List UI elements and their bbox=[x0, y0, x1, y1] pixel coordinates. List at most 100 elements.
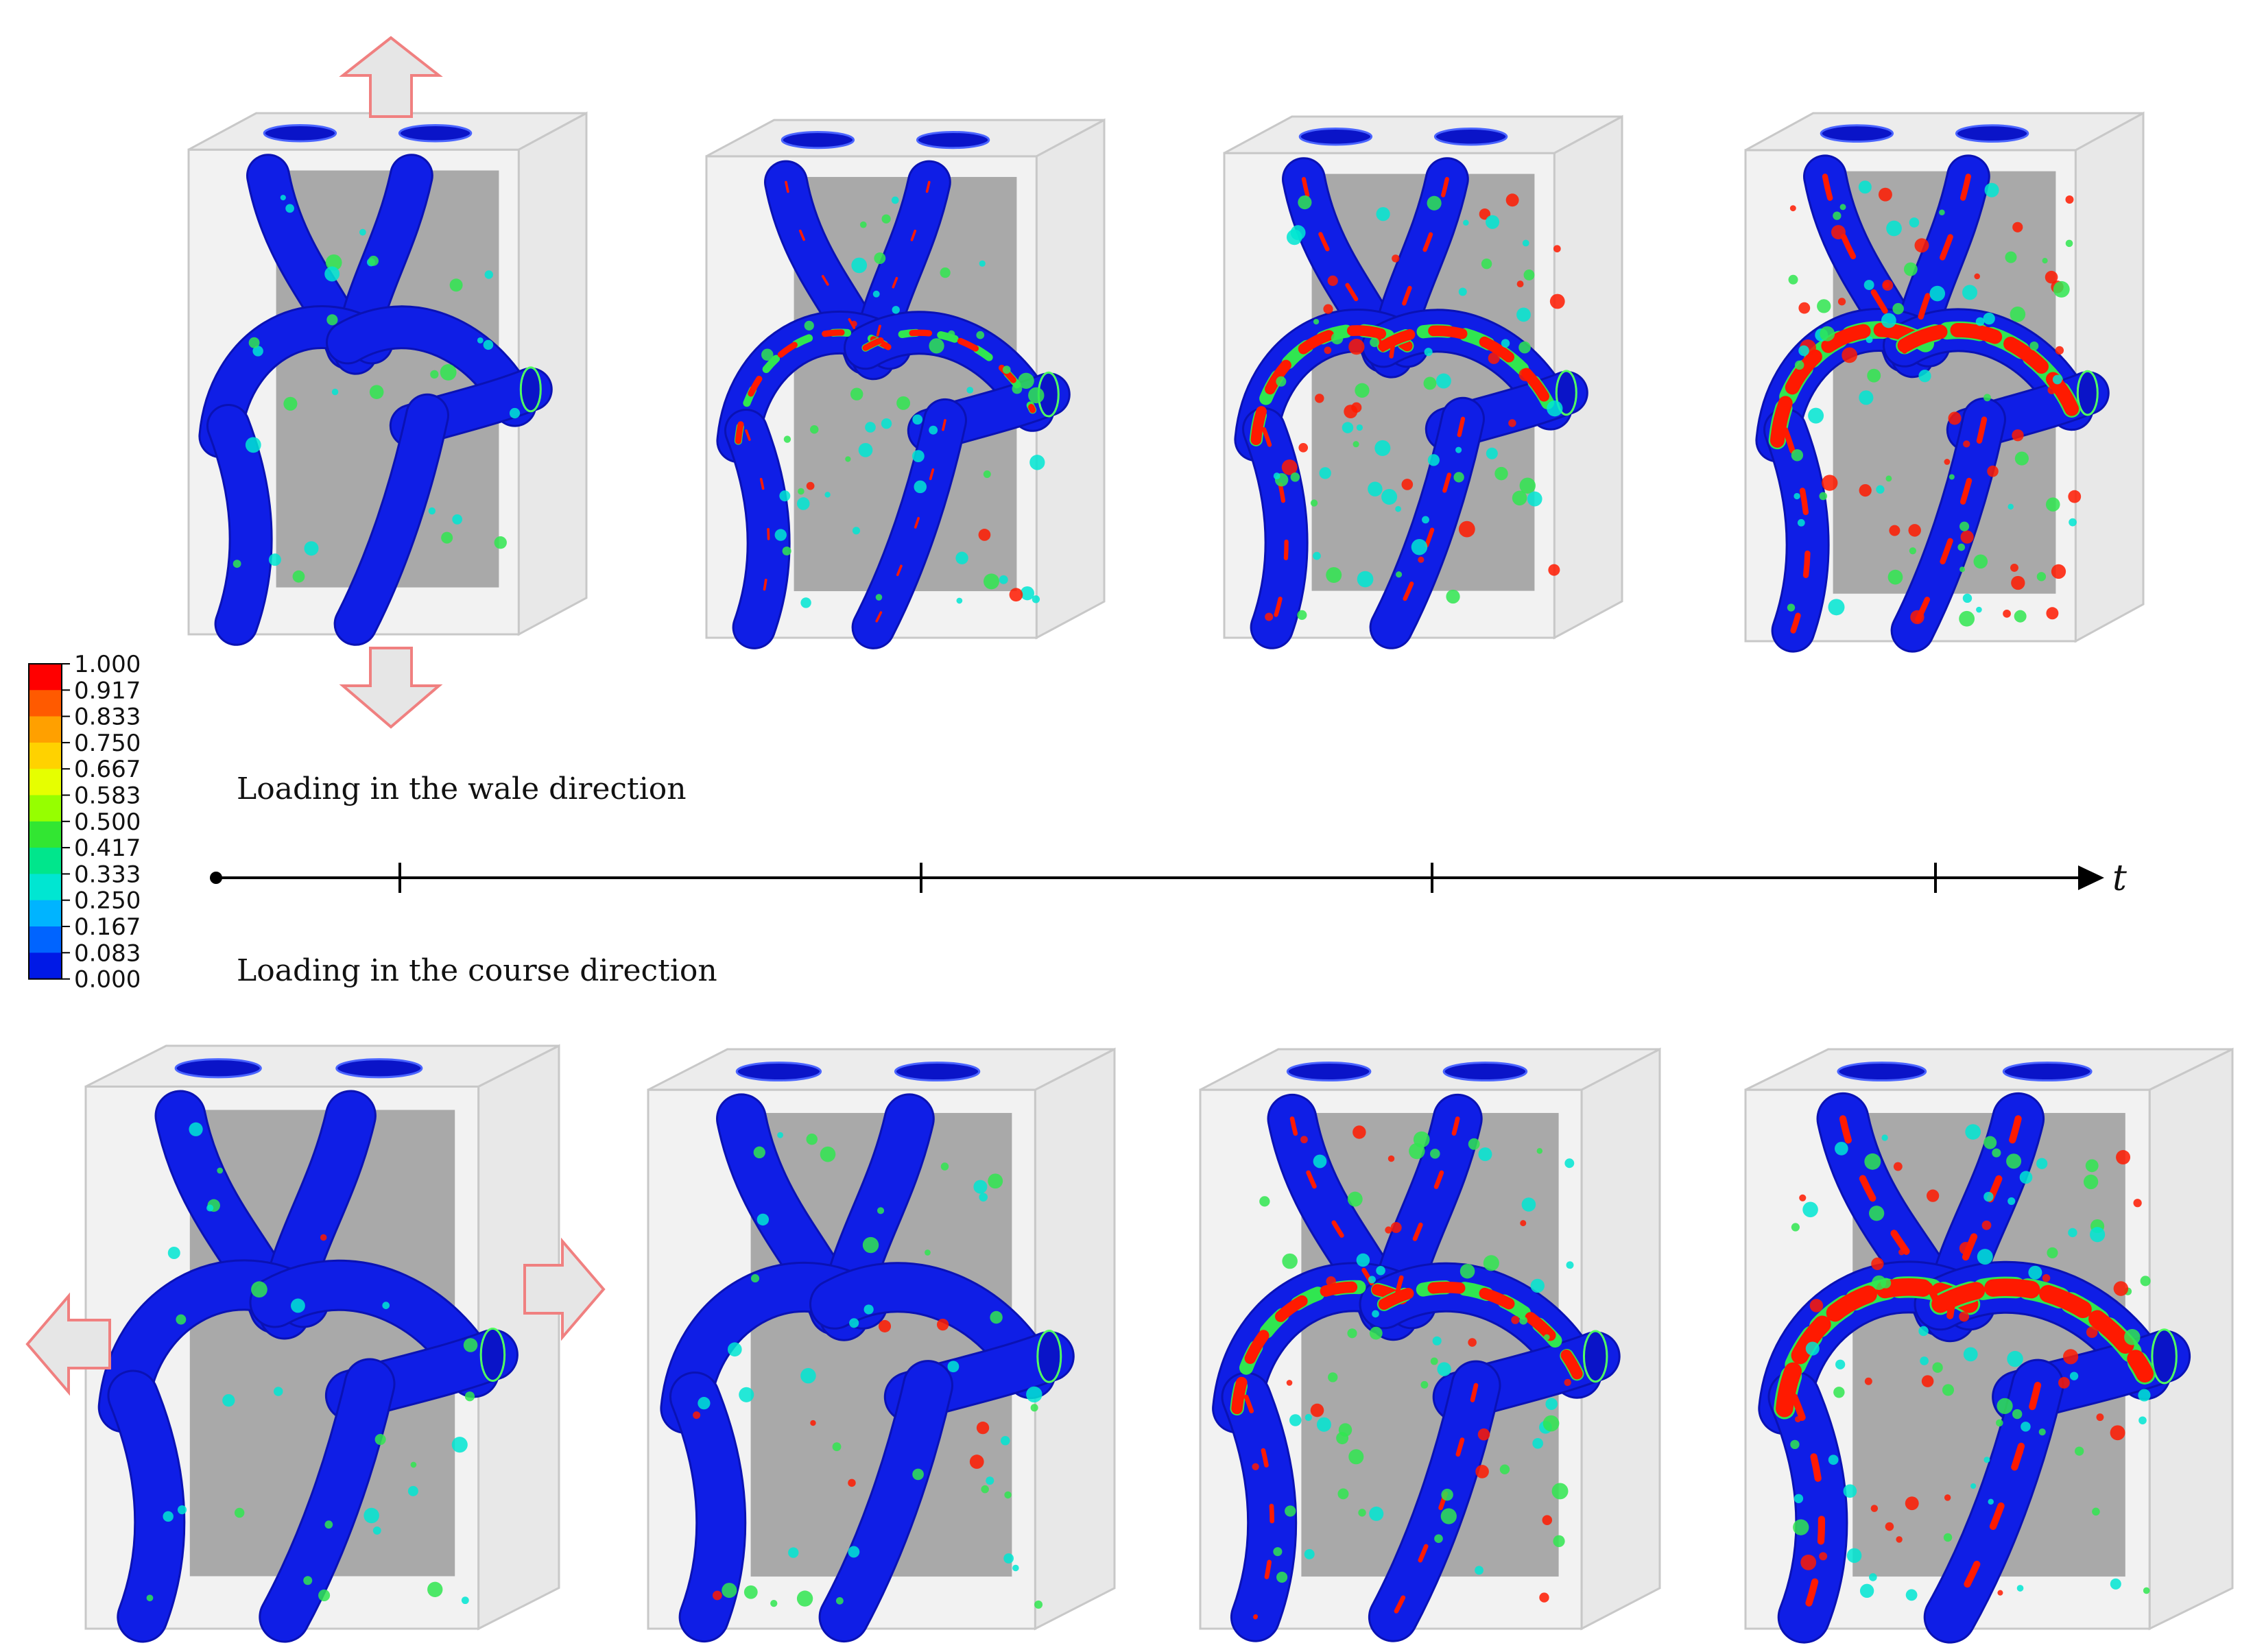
damage-speckle bbox=[1477, 1428, 1490, 1441]
damage-speckle bbox=[1881, 313, 1896, 328]
damage-speckle bbox=[1794, 1416, 1801, 1423]
damage-speckle bbox=[832, 1442, 842, 1452]
specimen-box-top bbox=[1745, 112, 2144, 152]
damage-speckle bbox=[2012, 1409, 2023, 1420]
colorbar-tick-label: 0.833 bbox=[74, 704, 141, 731]
damage-speckle bbox=[206, 1204, 214, 1212]
damage-speckle bbox=[2046, 607, 2059, 620]
damage-speckle bbox=[494, 536, 507, 549]
damage-speckle bbox=[1282, 1253, 1298, 1269]
wale-panel-1 bbox=[187, 111, 588, 646]
damage-speckle bbox=[1870, 1505, 1879, 1512]
damage-speckle bbox=[1833, 211, 1842, 220]
damage-speckle bbox=[477, 337, 484, 344]
damage-speckle bbox=[326, 314, 338, 326]
damage-speckle bbox=[1276, 1571, 1288, 1583]
damage-speckle bbox=[1863, 280, 1874, 290]
damage-speckle bbox=[1957, 543, 1966, 551]
damage-speckle bbox=[1959, 1242, 1973, 1255]
damage-speckle bbox=[2113, 1281, 2129, 1296]
damage-speckle bbox=[324, 1520, 333, 1529]
damage-speckle bbox=[1356, 424, 1363, 431]
damage-speckle bbox=[1479, 208, 1491, 220]
damage-speckle bbox=[1970, 1483, 1977, 1489]
specimen-box-side bbox=[1035, 118, 1106, 640]
damage-speckle bbox=[1316, 1417, 1331, 1432]
damage-speckle bbox=[810, 1420, 816, 1426]
damage-speckle bbox=[2110, 1578, 2121, 1590]
damage-speckle bbox=[382, 1302, 390, 1309]
damage-band-high bbox=[1250, 325, 1413, 446]
damage-field bbox=[693, 1132, 1043, 1609]
damage-speckle bbox=[2138, 1389, 2151, 1402]
damage-speckle bbox=[2021, 1422, 2031, 1432]
damage-speckle bbox=[1430, 1149, 1440, 1159]
yarn-segment bbox=[1244, 409, 1307, 647]
damage-speckle bbox=[1508, 419, 1516, 427]
yarn-exit-hole bbox=[1442, 1062, 1528, 1082]
yarn-exit-hole bbox=[1286, 1062, 1372, 1082]
damage-speckle bbox=[2110, 1425, 2125, 1441]
damage-speckle bbox=[1914, 238, 1929, 253]
damage-speckle bbox=[877, 1207, 885, 1214]
damage-speckle bbox=[1483, 1255, 1499, 1271]
damage-speckle bbox=[2055, 346, 2064, 355]
specimen-box-side bbox=[1034, 1047, 1116, 1631]
damage-speckle bbox=[875, 594, 883, 601]
damage-speckle bbox=[983, 470, 991, 479]
damage-speckle bbox=[1942, 1384, 1955, 1396]
yarn-segment bbox=[208, 406, 271, 644]
damage-speckle bbox=[1896, 1536, 1903, 1543]
damage-speckle bbox=[1518, 368, 1532, 381]
damage-speckle bbox=[1536, 1148, 1543, 1154]
damage-speckle bbox=[1543, 1334, 1550, 1341]
damage-speckle bbox=[788, 1547, 799, 1558]
damage-speckle bbox=[1866, 336, 1873, 344]
damage-speckle bbox=[2028, 1265, 2042, 1280]
damage-speckle bbox=[1427, 454, 1440, 466]
damage-speckle bbox=[1427, 195, 1442, 211]
damage-streak bbox=[872, 180, 931, 360]
damage-speckle bbox=[1273, 472, 1280, 480]
damage-speckle bbox=[2075, 1446, 2084, 1456]
course-loading-row bbox=[84, 1044, 2234, 1644]
damage-speckle bbox=[804, 320, 814, 331]
damage-field bbox=[734, 180, 1045, 629]
damage-speckle bbox=[1988, 1498, 1994, 1505]
damage-speckle bbox=[372, 1526, 381, 1535]
damage-speckle bbox=[1881, 1134, 1888, 1141]
damage-speckle bbox=[1944, 459, 1951, 465]
yarn-segment bbox=[109, 1372, 184, 1641]
damage-speckle bbox=[1876, 485, 1885, 494]
damage-speckle bbox=[1353, 1125, 1366, 1139]
damage-speckle bbox=[251, 1281, 267, 1298]
damage-speckle bbox=[835, 1596, 844, 1605]
damage-speckle bbox=[800, 597, 811, 608]
damage-speckle bbox=[1820, 326, 1835, 342]
damage-speckle bbox=[1523, 270, 1535, 280]
damage-speckle bbox=[1519, 477, 1536, 494]
course-load-arrow-left bbox=[25, 1292, 111, 1396]
damage-speckle bbox=[881, 214, 891, 224]
damage-speckle bbox=[1908, 524, 1921, 537]
yarn-end-cap bbox=[1036, 1329, 1062, 1383]
damage-speckle bbox=[268, 553, 281, 566]
damage-speckle bbox=[1909, 547, 1916, 555]
damage-field bbox=[233, 195, 521, 583]
damage-speckle bbox=[1869, 1573, 1877, 1581]
damage-speckle bbox=[1963, 440, 1970, 448]
damage-speckle bbox=[1455, 446, 1462, 453]
damage-speckle bbox=[978, 529, 991, 541]
damage-speckle bbox=[1976, 606, 1982, 613]
damage-speckle bbox=[1368, 481, 1383, 496]
damage-speckle bbox=[2038, 1428, 2046, 1436]
yarn-end-cap bbox=[1555, 370, 1577, 416]
damage-streak bbox=[1839, 1115, 1944, 1314]
damage-speckle bbox=[1939, 209, 1945, 216]
damage-speckle bbox=[2006, 1153, 2022, 1169]
damage-speckle bbox=[2140, 1276, 2151, 1286]
damage-speckle bbox=[1481, 258, 1492, 270]
damage-speckle bbox=[999, 575, 1008, 584]
damage-speckle bbox=[189, 1122, 203, 1136]
damage-speckle bbox=[1437, 1362, 1451, 1376]
